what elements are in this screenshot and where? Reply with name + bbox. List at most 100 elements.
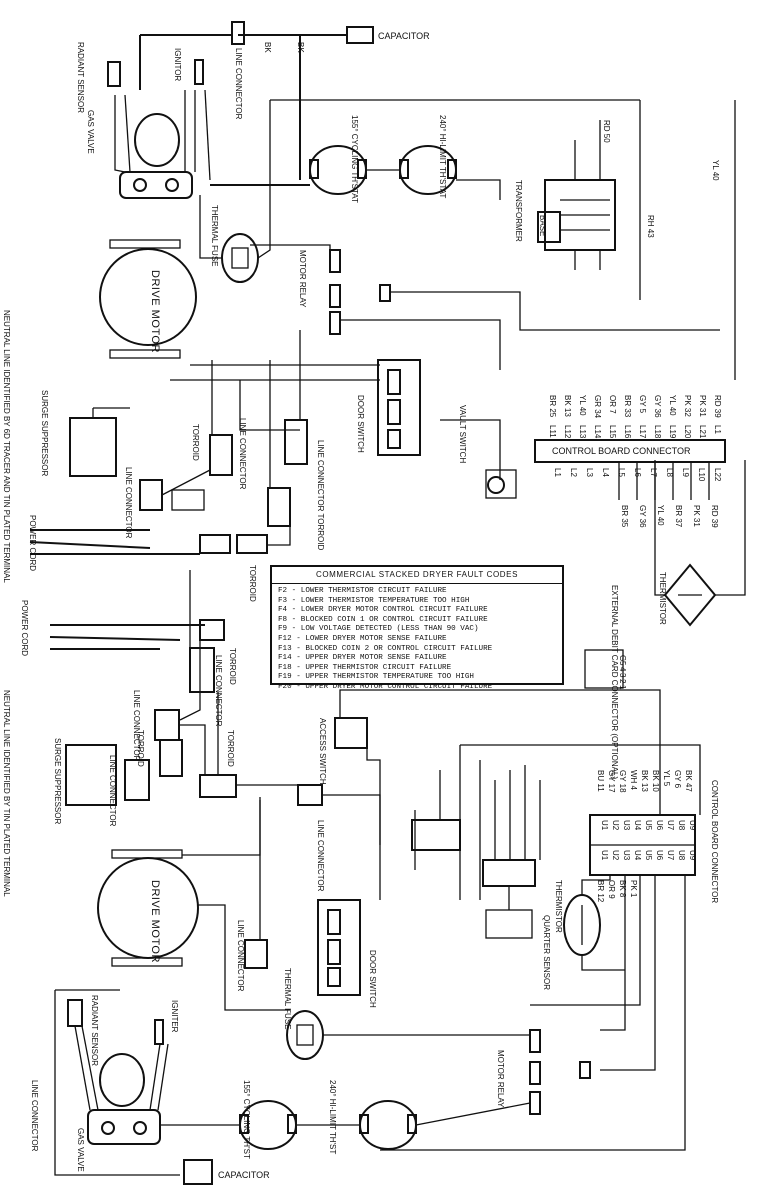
lower-line-connector-5-label: LINE CONNECTOR xyxy=(236,920,245,992)
lower-igniter: IGNITER xyxy=(154,1000,179,1045)
upper-cb-wire-below-label: RD 39 xyxy=(710,505,719,528)
lower-cb-pin-top-label: U5 xyxy=(644,820,653,831)
lower-line-connector-6-label: LINE CONNECTOR xyxy=(30,1080,39,1152)
upper-surge-suppressor-label: SURGE SUPPRESSOR xyxy=(40,390,49,476)
fault-code-item: F13 - BLOCKED COIN 2 OR CONTROL CIRCUIT … xyxy=(278,644,493,653)
upper-cb-pin-label: L1 xyxy=(713,425,722,434)
lower-cb-pin-bottom-label: U7 xyxy=(666,850,675,861)
lower-cycling-thermostat: 155° CYCLING TH'ST xyxy=(239,1080,297,1159)
upper-cb-pin-label: L11 xyxy=(548,425,557,438)
lower-line-connector-3-label: LINE CONNECTOR xyxy=(108,755,117,827)
lower-gas-valve: GAS VALVE xyxy=(74,1025,169,1172)
lower-control-board-label: CONTROL BOARD CONNECTOR xyxy=(710,780,719,903)
upper-motor-relay-label: MOTOR RELAY xyxy=(298,250,307,308)
fault-code-item: F4 - LOWER DRYER MOTOR CONTROL CIRCUIT F… xyxy=(278,606,488,615)
lower-line-connector-4-label: LINE CONNECTOR xyxy=(316,820,325,892)
vault-switch: VAULT SWITCH xyxy=(440,405,517,499)
lower-line-connector-2-label: LINE CONNECTOR xyxy=(214,655,223,727)
lower-capacitor: CAPACITOR xyxy=(183,1159,270,1185)
upper-line-connector-label: LINE CONNECTOR xyxy=(234,48,243,120)
upper-cb-pin-label: L20 xyxy=(683,425,692,439)
upper-thermal-fuse-label: THERMAL FUSE xyxy=(210,205,219,267)
upper-cb-pin-label: L19 xyxy=(668,425,677,439)
upper-cb-pin-bottom-label: L9 xyxy=(681,468,690,477)
lower-neutral-note: NEUTRAL LINE IDENTIFIED BY TIN PLATED TE… xyxy=(2,690,11,897)
fault-code-item: F18 - UPPER THERMISTOR CIRCUIT FAILURE xyxy=(278,663,452,672)
upper-cb-pin-label: L14 xyxy=(593,425,602,439)
upper-door-switch-label: DOOR SWITCH xyxy=(356,395,365,453)
lower-cb-wire-label: BU 11 xyxy=(596,770,605,792)
fault-code-item: F14 - UPPER DRYER MOTOR SENSE FAILURE xyxy=(278,654,447,663)
fault-code-item: F2 - LOWER THERMISTOR CIRCUIT FAILURE xyxy=(278,587,447,595)
lower-gas-valve-label: GAS VALVE xyxy=(76,1128,85,1172)
lower-cb-pin-top-label: U9 xyxy=(688,820,697,831)
lower-cb-pin-bottom-label: U5 xyxy=(644,850,653,861)
upper-surge-suppressor: SURGE SUPPRESSOR NEUTRAL LINE IDENTIFIED… xyxy=(2,310,130,583)
svg-text:BK: BK xyxy=(296,42,305,53)
lower-control-board-connector: CONTROL BOARD CONNECTOR xyxy=(589,780,719,903)
lower-cb-pin-top-label: U2 xyxy=(611,820,620,831)
lower-thermal-fuse-label: THERMAL FUSE xyxy=(283,968,292,1030)
upper-cb-wire-below-label: BR 37 xyxy=(674,505,683,528)
vault-switch-label: VAULT SWITCH xyxy=(458,405,467,463)
upper-neutral-note: NEUTRAL LINE IDENTIFIED BY 6D TRACER AND… xyxy=(2,310,11,583)
upper-line-connector-toroid-label: LINE CONNECTOR TORROID xyxy=(316,440,325,550)
upper-cb-wire-label: BR 25 xyxy=(548,395,557,418)
lower-capacitor-label: CAPACITOR xyxy=(218,1170,270,1180)
upper-cb-wire-label: OR 7 xyxy=(608,395,617,414)
upper-cb-pin-label: L21 xyxy=(698,425,707,439)
upper-thermal-fuse: THERMAL FUSE xyxy=(210,205,259,283)
quarter-sensor: QUARTER SENSOR xyxy=(482,859,551,990)
external-debit-pin-label: 2 xyxy=(618,679,627,684)
upper-drive-motor-label: DRIVE MOTOR xyxy=(149,270,161,353)
lower-cb-wire-label: BK 13 xyxy=(640,770,649,792)
svg-text:RH 43: RH 43 xyxy=(646,215,655,238)
lower-thermistor-label: THERMISTOR xyxy=(554,880,563,933)
lower-toroid-label: TORROID xyxy=(228,648,237,685)
upper-dryer-circuit: CAPACITOR BK BK LINE CONNECTOR RADIANT S… xyxy=(2,21,746,779)
lower-cb-pin-top-label: U3 xyxy=(622,820,631,831)
transformer-label: TRANSFORMER xyxy=(514,180,523,242)
external-debit-pin-label: 4 xyxy=(618,667,627,672)
lower-cb-pin-bottom-label: U1 xyxy=(600,850,609,861)
upper-radiant-sensor-label: RADIANT SENSOR xyxy=(76,42,85,113)
upper-cb-pin-bottom-label: L7 xyxy=(649,468,658,477)
upper-drive-motor: DRIVE MOTOR xyxy=(99,239,197,359)
lower-cb-wire-label: BK 47 xyxy=(684,770,693,792)
upper-cb-wire-label: YL 40 xyxy=(668,395,677,416)
lower-cb-wire-label: OR 9 xyxy=(607,880,616,899)
lower-surge-suppressor-label: SURGE SUPPRESSOR xyxy=(53,738,62,824)
svg-text:RD 50: RD 50 xyxy=(602,120,611,143)
fault-code-item: F20 - UPPER DRYER MOTOR CONTROL CIRCUIT … xyxy=(278,682,493,691)
lower-cb-pin-bottom-label: U9 xyxy=(688,850,697,861)
external-debit-pin-label: 5 xyxy=(618,661,627,666)
lower-cb-wire-label: WH 4 xyxy=(629,770,638,791)
lower-power-cord-label: POWER CORD xyxy=(20,600,29,656)
lower-cycling-tstat-label: 155° CYCLING TH'ST xyxy=(242,1080,251,1159)
upper-cb-wire-label: GR 34 xyxy=(593,395,602,419)
upper-cb-wire-label: YL 40 xyxy=(578,395,587,416)
upper-cb-pin-bottom-label: L5 xyxy=(617,468,626,477)
upper-capacitor-label: CAPACITOR xyxy=(378,31,430,41)
fault-code-item: F3 - LOWER THERMISTOR TEMPERATURE TOO HI… xyxy=(278,596,470,605)
lower-cb-pin-top-label: U1 xyxy=(600,820,609,831)
upper-cb-pin-bottom-label: L3 xyxy=(585,468,594,477)
upper-radiant-sensor: RADIANT SENSOR xyxy=(76,42,121,113)
external-debit-card-connector: EXTERNAL DEBIT CARD CONNECTOR (OPTIONAL)… xyxy=(584,585,627,779)
lower-cb-wire-label: YL 5 xyxy=(662,770,671,787)
upper-control-board-connector: CONTROL BOARD CONNECTOR xyxy=(534,439,726,463)
external-debit-label: EXTERNAL DEBIT CARD CONNECTOR (OPTIONAL) xyxy=(610,585,619,779)
upper-cb-pin-label: L13 xyxy=(578,425,587,439)
svg-text:YL 40: YL 40 xyxy=(711,160,720,181)
quarter-sensor-label: QUARTER SENSOR xyxy=(542,915,551,990)
upper-cb-wire-label: RD 39 xyxy=(713,395,722,418)
fault-code-item: F9 - LOW VOLTAGE DETECTED (LESS THAN 90 … xyxy=(278,625,479,634)
access-switch-label: ACCESS SWITCH xyxy=(318,718,327,785)
upper-cycling-tstat-label: 155° CYCLING TH'STAT xyxy=(350,115,359,203)
upper-cb-pin-label: L17 xyxy=(638,425,647,439)
lower-igniter-label: IGNITER xyxy=(170,1000,179,1033)
upper-power-cord: POWER CORD xyxy=(28,515,200,571)
